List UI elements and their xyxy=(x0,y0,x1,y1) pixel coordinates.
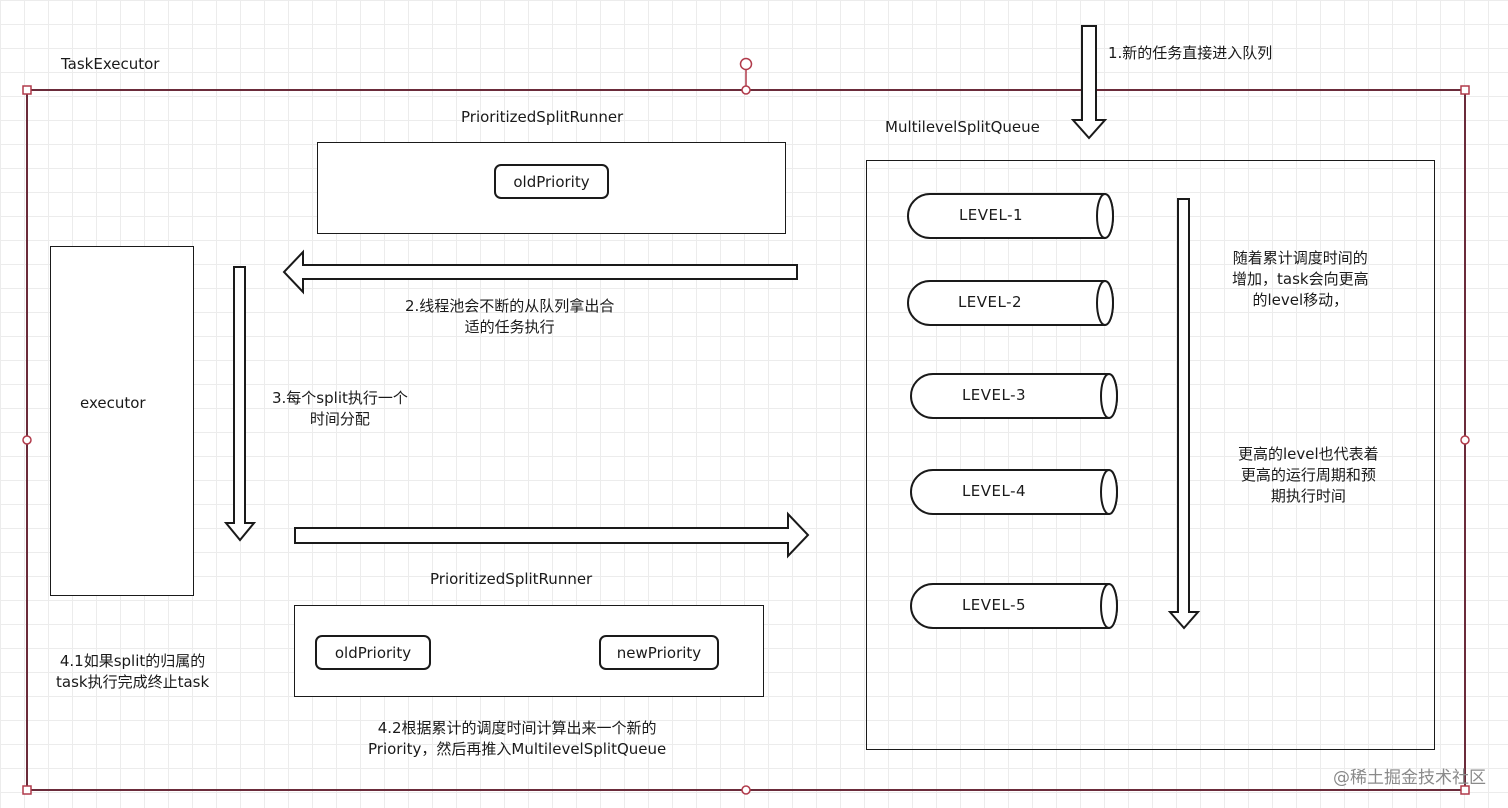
level-cylinders xyxy=(907,193,1118,629)
frame-handles xyxy=(22,57,1470,795)
multilevel-split-queue-box xyxy=(866,160,1435,750)
level-label-4: LEVEL-4 xyxy=(961,482,1027,500)
executor-box xyxy=(50,246,194,596)
queue-note-top-line-2: 增加，task会向更高 xyxy=(1232,270,1369,288)
queue-note-bottom-line-3: 期执行时间 xyxy=(1270,487,1346,505)
step-2-line-1: 2.线程池会不断的从队列拿出合 xyxy=(405,297,615,315)
step-2-text: 2.线程池会不断的从队列拿出合 适的任务执行 xyxy=(405,296,614,338)
step-3-line-2: 时间分配 xyxy=(309,410,370,428)
level-label-3: LEVEL-3 xyxy=(961,386,1027,404)
arrow-dequeue xyxy=(282,249,798,295)
task-executor-label: TaskExecutor xyxy=(61,55,160,73)
runner-bottom-new-priority: newPriority xyxy=(599,635,719,670)
step-1-text: 1.新的任务直接进入队列 xyxy=(1108,44,1273,62)
runner-top-title: PrioritizedSplitRunner xyxy=(461,108,624,126)
queue-title: MultilevelSplitQueue xyxy=(885,118,1040,136)
step-42-text: 4.2根据累计的调度时间计算出来一个新的 Priority，然后再推入Multi… xyxy=(368,718,666,760)
step-3-line-1: 3.每个split执行一个 xyxy=(272,389,408,407)
executor-label: executor xyxy=(80,394,146,412)
arrow-level-increase xyxy=(1167,198,1201,630)
queue-note-bottom: 更高的level也代表着 更高的运行周期和预 期执行时间 xyxy=(1238,444,1379,507)
runner-top-old-priority: oldPriority xyxy=(494,164,609,199)
runner-bottom-old-priority: oldPriority xyxy=(315,635,431,670)
level-label-1: LEVEL-1 xyxy=(958,206,1024,224)
site-watermark: @稀土掘金技术社区 xyxy=(1333,768,1486,788)
arrow-enqueue xyxy=(1070,25,1108,140)
queue-note-top-line-1: 随着累计调度时间的 xyxy=(1232,249,1368,267)
arrow-time-slice xyxy=(223,266,257,542)
step-3-text: 3.每个split执行一个 时间分配 xyxy=(272,388,408,430)
step-41-text: 4.1如果split的归属的 task执行完成终止task xyxy=(56,651,209,693)
level-label-5: LEVEL-5 xyxy=(961,596,1027,614)
step-41-line-2: task执行完成终止task xyxy=(56,673,210,691)
step-2-line-2: 适的任务执行 xyxy=(464,318,555,336)
queue-note-bottom-line-2: 更高的运行周期和预 xyxy=(1240,466,1376,484)
step-42-line-1: 4.2根据累计的调度时间计算出来一个新的 xyxy=(377,719,657,737)
step-42-line-2: Priority，然后再推入MultilevelSplitQueue xyxy=(368,740,667,758)
queue-note-bottom-line-1: 更高的level也代表着 xyxy=(1238,445,1379,463)
level-label-2: LEVEL-2 xyxy=(957,293,1023,311)
queue-note-top: 随着累计调度时间的 增加，task会向更高 的level移动， xyxy=(1232,248,1369,311)
arrow-requeue xyxy=(294,511,810,559)
step-41-line-1: 4.1如果split的归属的 xyxy=(59,652,206,670)
queue-note-top-line-3: 的level移动， xyxy=(1252,291,1349,309)
runner-bottom-title: PrioritizedSplitRunner xyxy=(430,570,593,588)
